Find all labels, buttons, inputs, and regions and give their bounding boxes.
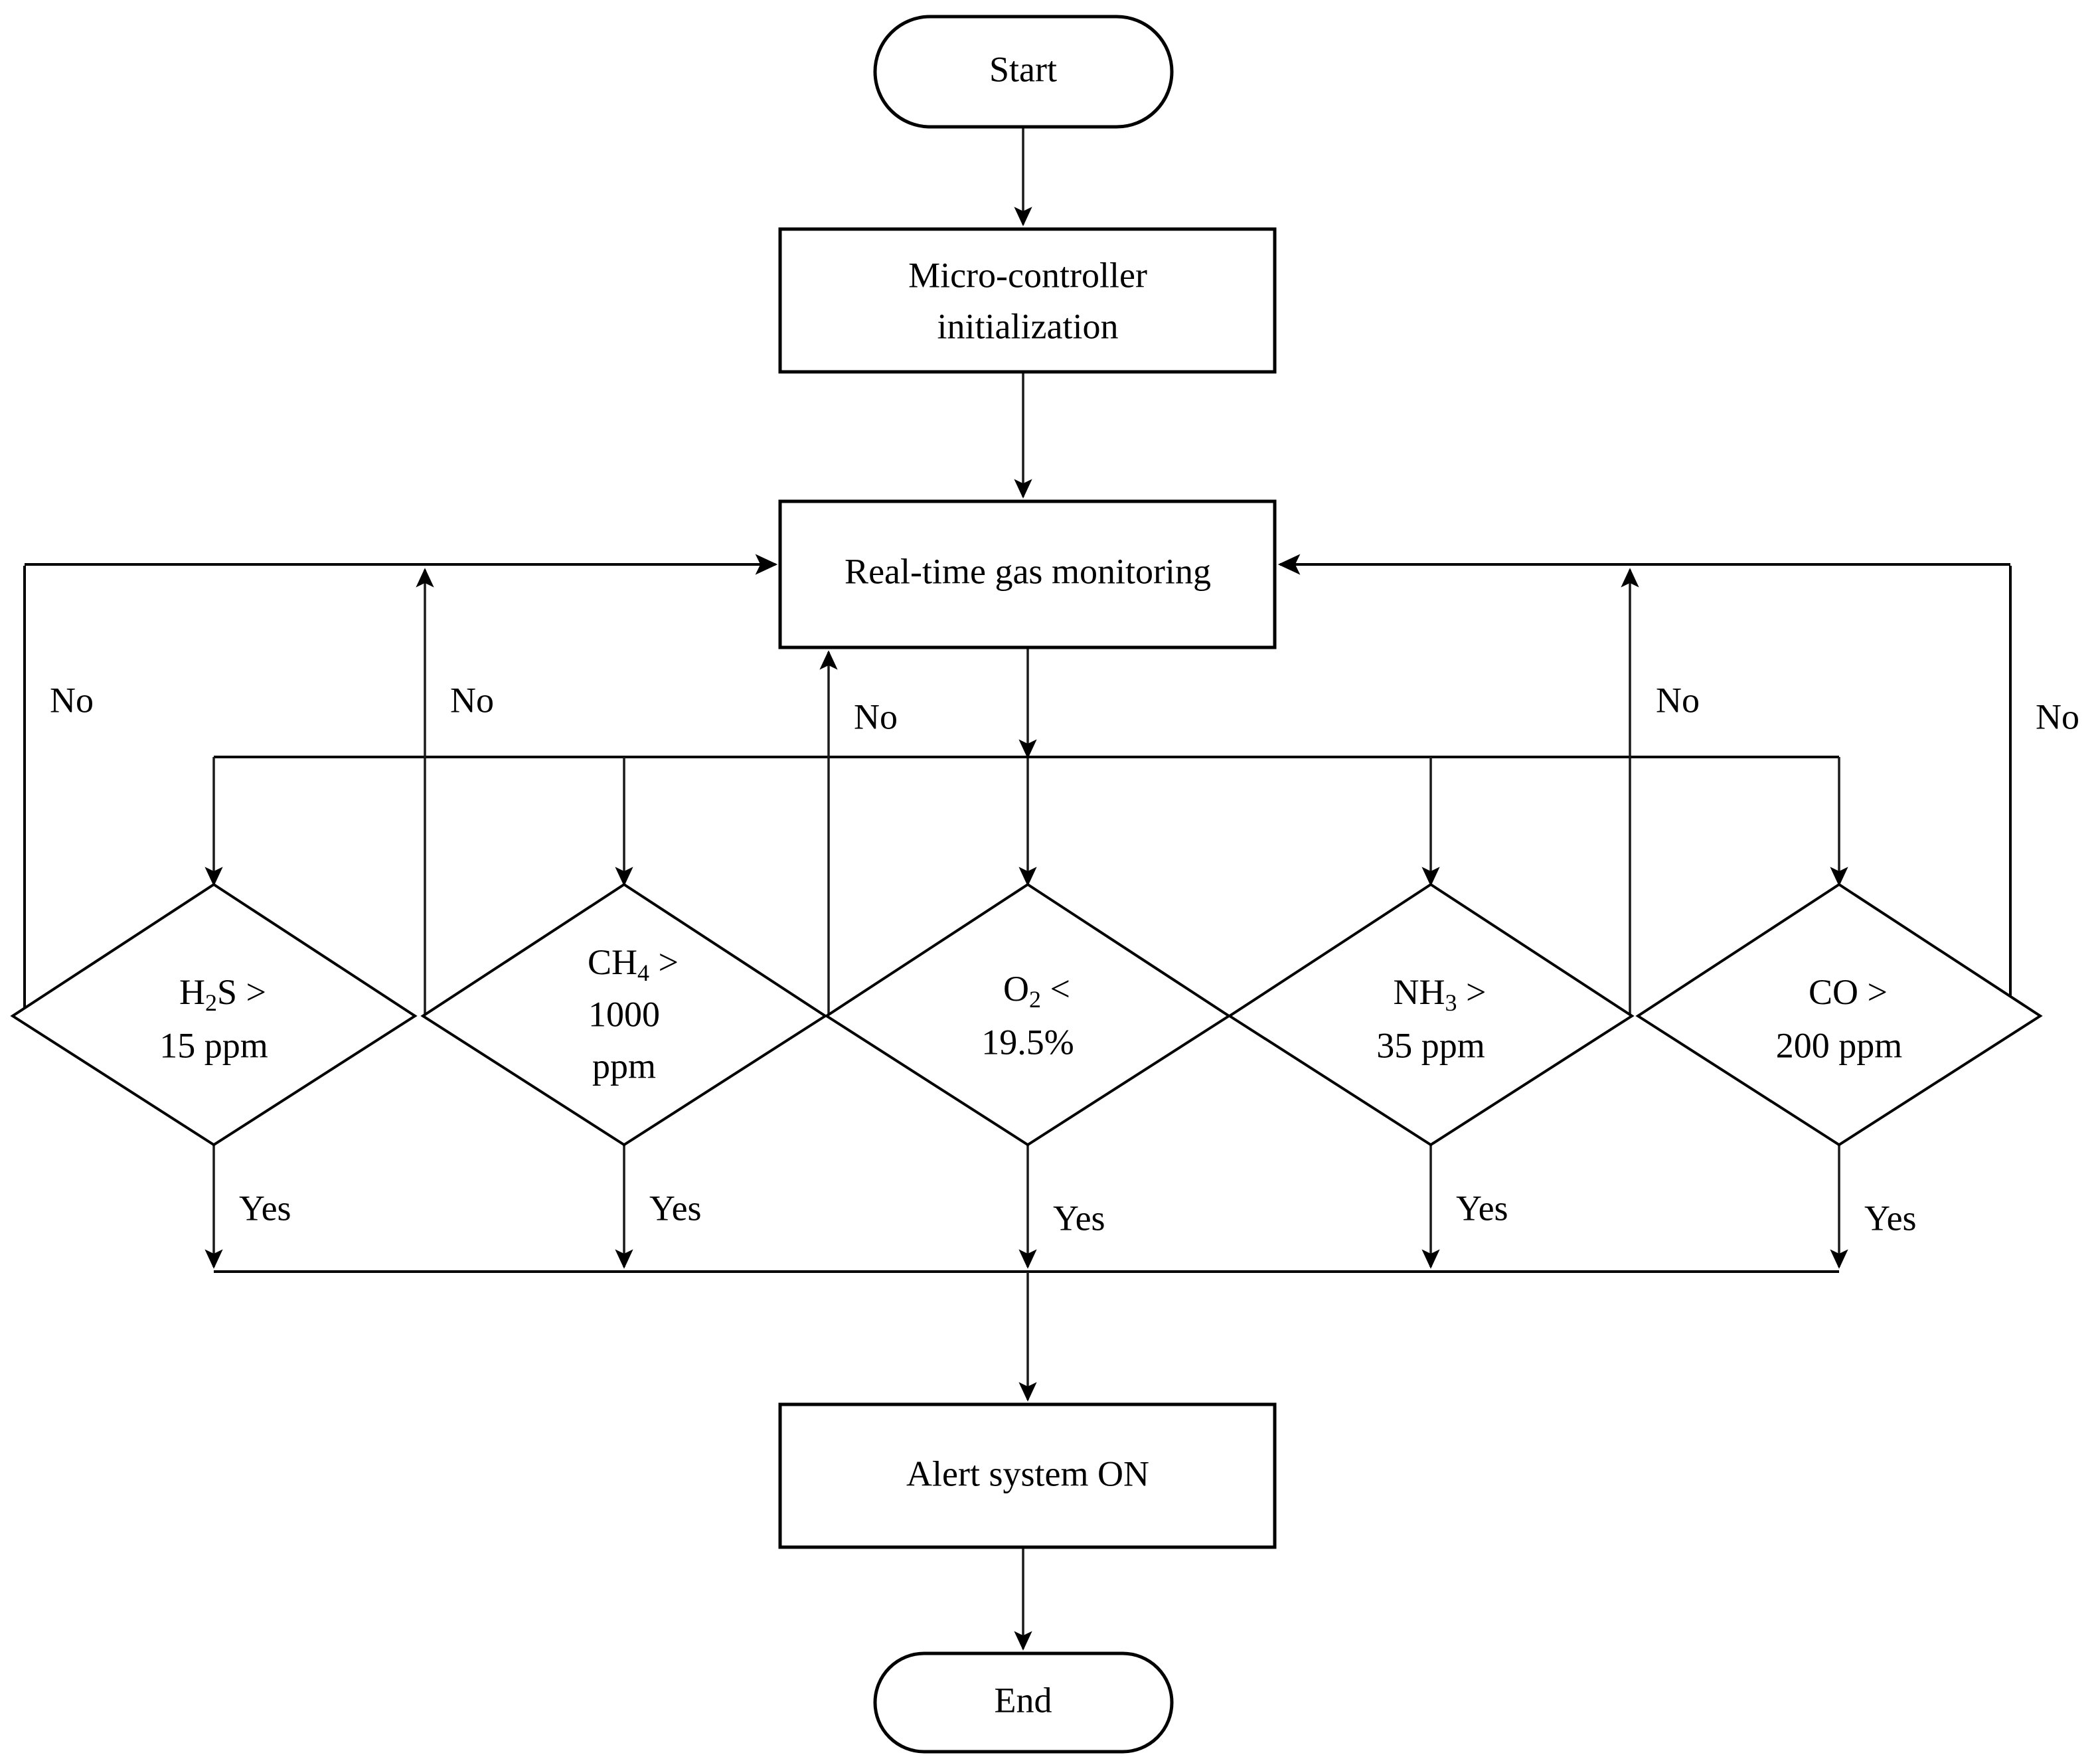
decision-ch4[interactable]: CH4 > 1000 ppm xyxy=(420,882,828,1147)
node-alert-label: Alert system ON xyxy=(906,1454,1149,1493)
edge-label-yes-3: Yes xyxy=(1053,1198,1105,1238)
node-init-label-line2: initialization xyxy=(937,306,1119,346)
decision-nh3[interactable]: NH3 > 35 ppm xyxy=(1227,882,1635,1147)
decision-co-line1: CO > xyxy=(1710,972,1969,1012)
connector-layer xyxy=(23,126,2012,1651)
decision-h2s-line2: 15 ppm xyxy=(159,1025,268,1065)
decision-co-line2: 200 ppm xyxy=(1776,1025,1903,1065)
edge-label-no-3: No xyxy=(854,697,898,736)
edge-label-yes-2: Yes xyxy=(649,1188,702,1228)
decision-h2s[interactable]: H2S > 15 ppm xyxy=(10,882,418,1147)
node-start-label: Start xyxy=(989,49,1057,89)
edge-label-yes-1: Yes xyxy=(239,1188,291,1228)
node-init-label-line1: Micro-controller xyxy=(908,255,1147,295)
decision-ch4-line3: ppm xyxy=(592,1046,656,1086)
decision-co[interactable]: CO > 200 ppm xyxy=(1635,882,2043,1147)
edge-label-yes-5: Yes xyxy=(1864,1198,1917,1238)
node-monitor-label: Real-time gas monitoring xyxy=(845,551,1211,591)
node-monitor[interactable]: Real-time gas monitoring xyxy=(778,499,1277,649)
node-end-label: End xyxy=(995,1680,1052,1720)
decision-ch4-line2: 1000 xyxy=(588,994,660,1034)
decision-nh3-line2: 35 ppm xyxy=(1376,1025,1485,1065)
decision-o2-line1: O2 < xyxy=(905,969,1151,1013)
shape-layer: Start Micro-controller initialization Re… xyxy=(10,15,2043,1754)
decision-o2-line2: 19.5% xyxy=(981,1022,1074,1062)
edge-label-no-5: No xyxy=(2036,697,2079,736)
edge-label-layer: No No No No No Yes Yes Yes Yes Yes xyxy=(50,680,2079,1238)
edge-label-no-2: No xyxy=(450,680,494,720)
decision-ch4-line1: CH4 > xyxy=(489,942,760,986)
decision-o2[interactable]: O2 < 19.5% xyxy=(824,882,1232,1147)
edge-label-no-4: No xyxy=(1656,680,1700,720)
node-init[interactable]: Micro-controller initialization xyxy=(778,227,1277,374)
edge-label-no-1: No xyxy=(50,680,94,720)
node-end[interactable]: End xyxy=(873,1651,1174,1754)
edge-label-yes-4: Yes xyxy=(1456,1188,1508,1228)
node-alert[interactable]: Alert system ON xyxy=(778,1402,1277,1549)
decision-h2s-line1: H2S > xyxy=(80,972,347,1016)
node-start[interactable]: Start xyxy=(873,15,1174,129)
decision-nh3-line1: NH3 > xyxy=(1295,972,1567,1016)
